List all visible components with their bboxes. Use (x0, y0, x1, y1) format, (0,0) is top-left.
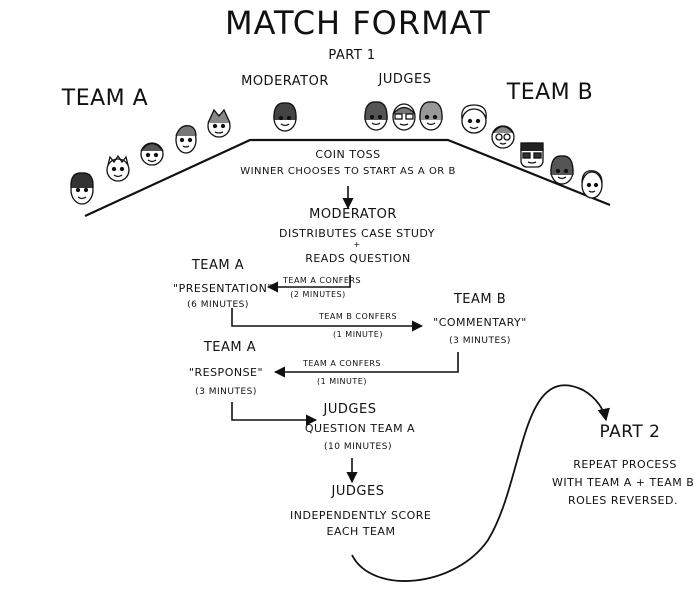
coin-toss-text: COIN TOSS (315, 148, 381, 161)
moderator-step-title: MODERATOR (309, 207, 397, 222)
judges-question-title: JUDGES (323, 402, 377, 417)
arrow-curve-to-part-2 (351, 384, 610, 582)
stage-outline (84, 138, 611, 217)
team-b-commentary-team: TEAM B (453, 292, 507, 307)
commentary-label: "COMMENTARY" (433, 316, 527, 329)
confer-a1-label: TEAM A CONFERS (283, 276, 362, 285)
judges-score-title: JUDGES (331, 484, 385, 499)
confer-b-label: TEAM B CONFERS (318, 312, 398, 321)
judges-label: JUDGES (378, 72, 432, 87)
judges-faces (364, 101, 443, 131)
moderator-step-line2: READS QUESTION (305, 252, 411, 265)
moderator-step-line1: DISTRIBUTES CASE STUDY (278, 227, 436, 240)
confer-a2-label: TEAM A CONFERS (302, 359, 382, 368)
team-b-label: TEAM B (506, 80, 594, 105)
part-2-line1: REPEAT PROCESS (573, 458, 677, 471)
presentation-time: (6 MINUTES) (187, 300, 249, 310)
judges-score-line2: EACH TEAM (326, 525, 396, 538)
team-b-faces (461, 104, 603, 199)
team-a-presentation-team: TEAM A (191, 258, 245, 273)
arrow-response-to-judges (231, 402, 318, 426)
moderator-step-plus: + (353, 240, 361, 249)
team-a-faces (70, 108, 231, 205)
response-label: "RESPONSE" (188, 366, 264, 379)
response-time: (3 MINUTES) (195, 387, 257, 397)
diagram-title: MATCH FORMAT (225, 4, 491, 42)
moderator-label: MODERATOR (241, 74, 329, 89)
judges-question-time: (10 MINUTES) (324, 442, 392, 452)
presentation-label: "PRESENTATION" (173, 282, 273, 295)
part-2-label: PART 2 (599, 422, 661, 442)
arrow-team-a-to-team-b (231, 308, 424, 332)
confer-a2-time: (1 MINUTE) (317, 377, 367, 386)
judges-question-line1: QUESTION TEAM A (304, 422, 416, 435)
confer-a1-time: (2 MINUTES) (290, 290, 346, 299)
coin-toss-detail: WINNER CHOOSES TO START AS A OR B (240, 166, 456, 177)
part-1-label: PART 1 (328, 48, 376, 63)
confer-b-time: (1 MINUTE) (333, 330, 383, 339)
part-2-line3: ROLES REVERSED. (568, 494, 678, 507)
arrow-moderator-to-team-a (266, 275, 351, 293)
arrow-team-b-to-team-a (273, 352, 459, 378)
team-a-response-team: TEAM A (203, 340, 257, 355)
commentary-time: (3 MINUTES) (449, 336, 511, 346)
team-a-label: TEAM A (61, 86, 149, 111)
part-2-line2: WITH TEAM A + TEAM B (552, 476, 695, 489)
judges-score-line1: INDEPENDENTLY SCORE (290, 509, 432, 522)
moderator-face (273, 102, 297, 132)
